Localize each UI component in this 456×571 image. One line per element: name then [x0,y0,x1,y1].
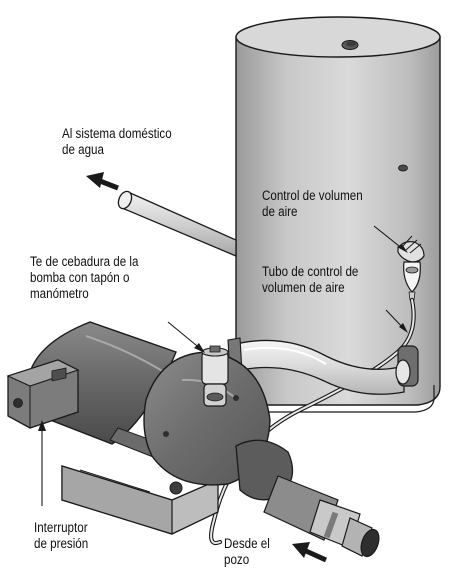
arrow-from-well-icon [292,542,328,563]
label-priming-tee: Te de cebadura de la bomba con tapón o m… [30,254,139,301]
label-pressure-switch: Interruptor de presión [34,520,89,551]
arrow-to-household-icon [86,172,119,191]
leader-arrowhead-icon [397,244,408,253]
pressure-switch [6,359,80,429]
priming-tee [201,345,229,407]
leader-arrowhead-icon [399,323,408,333]
label-household-system: Al sistema doméstico de agua [62,126,172,157]
label-from-well: Desde el pozo [224,536,270,567]
leader-arrowhead-icon [194,343,205,353]
pump-base [61,465,219,535]
label-air-volume-tube: Tubo de control de volumen de aire [262,264,359,295]
leader-priming-tee [167,321,203,351]
outlet-pipe [117,190,237,257]
air-volume-control-tube [208,297,416,546]
air-volume-control-valve [397,235,425,301]
connecting-hose [227,337,419,395]
label-air-volume-control: Control de volumen de aire [262,188,363,219]
inlet-pipe [235,439,380,558]
leader-arrowhead-icon [38,420,46,431]
